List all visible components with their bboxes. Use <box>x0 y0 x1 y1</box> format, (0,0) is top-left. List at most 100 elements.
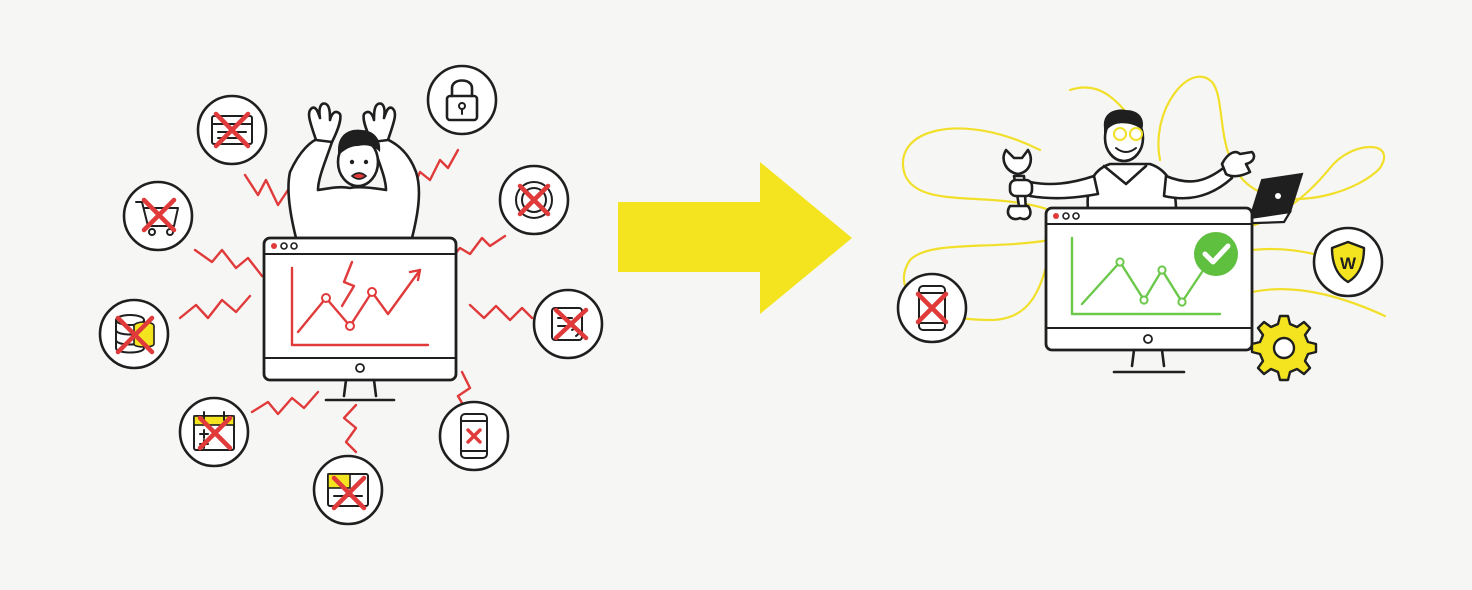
database-body <box>115 319 145 354</box>
chart-arrowhead <box>408 268 422 282</box>
chart-point <box>367 287 377 297</box>
eye <box>363 159 369 165</box>
success-check-icon <box>1194 232 1238 276</box>
badge-broken-link <box>532 288 604 360</box>
happy-developer <box>1002 109 1256 221</box>
power-button <box>355 363 365 373</box>
browser-window-icon <box>211 115 253 145</box>
error-x-icon <box>115 315 155 355</box>
left-arm <box>1028 174 1100 200</box>
flow-line <box>1250 288 1387 318</box>
chart-point <box>321 293 331 303</box>
screen-crack <box>340 260 356 308</box>
error-x-icon <box>517 183 551 217</box>
chart-axes <box>1070 236 1222 316</box>
badge-gauge <box>498 164 570 236</box>
yellow-arrow-icon <box>618 162 852 314</box>
window-dot <box>1053 213 1059 219</box>
before-scene <box>98 64 604 526</box>
chart-point <box>1139 295 1149 305</box>
error-x-icon <box>197 415 233 451</box>
fist <box>1008 178 1034 198</box>
hair <box>338 129 381 156</box>
torso-and-arms <box>287 136 421 240</box>
glasses <box>1113 127 1127 141</box>
zigzag <box>468 303 534 322</box>
check-mark <box>1202 243 1231 265</box>
wrench-foot <box>1006 204 1032 221</box>
window-dot <box>1062 212 1070 220</box>
lock-icon <box>445 94 479 122</box>
glasses <box>1129 127 1143 141</box>
eye <box>349 159 355 165</box>
zigzag <box>250 390 320 416</box>
laptop-logo <box>1275 193 1281 199</box>
window-dot <box>1072 212 1080 220</box>
error-x-icon <box>466 428 482 444</box>
badge-calendar <box>178 396 250 468</box>
error-x-icon <box>553 307 589 341</box>
monitor-neck <box>1130 348 1166 368</box>
calendar-marks <box>199 429 209 449</box>
badge-shopping-cart <box>122 180 194 252</box>
error-x-icon <box>331 475 367 511</box>
shield-w-icon <box>1330 240 1366 284</box>
broken-monitor <box>262 236 458 402</box>
wrench-head <box>1002 148 1032 176</box>
window-dot <box>280 242 288 250</box>
window-dot <box>271 243 277 249</box>
wrench-icon <box>1002 148 1034 221</box>
badge-database <box>98 298 170 370</box>
collar <box>1102 164 1148 186</box>
shopping-cart-icon <box>135 201 179 227</box>
shield-letter: W <box>1340 254 1357 273</box>
right-arm <box>1162 164 1234 200</box>
window-dot <box>290 242 298 250</box>
cart-wheel <box>148 228 156 236</box>
stressed-person <box>287 102 421 240</box>
error-x-icon <box>915 291 949 325</box>
flow-line <box>902 127 1052 212</box>
flow-line <box>1157 75 1386 228</box>
zigzag <box>178 294 252 320</box>
badge-circle <box>426 64 498 136</box>
badge-browser-window <box>196 94 268 166</box>
badge-shield: W <box>1312 226 1384 298</box>
chart-point <box>1115 257 1125 267</box>
monitor-neck <box>342 378 378 398</box>
open-mouth <box>350 172 368 180</box>
mobile-phone-icon <box>918 285 946 331</box>
chart-point <box>345 321 355 331</box>
error-x-icon <box>213 111 251 149</box>
zigzag <box>342 403 358 454</box>
power-button <box>1143 334 1153 344</box>
open-hand <box>1220 150 1256 178</box>
chart-line <box>296 268 422 334</box>
gear-hole <box>1272 336 1296 360</box>
mobile-phone-icon <box>460 413 488 459</box>
gauge-inner <box>521 187 547 213</box>
error-x-icon <box>141 197 177 233</box>
calendar-header <box>193 415 235 426</box>
healthy-monitor <box>1044 206 1254 374</box>
lock-shackle <box>450 79 474 98</box>
left-hand <box>307 102 342 144</box>
gear-icon <box>1250 314 1318 382</box>
stress-zigzags <box>178 148 534 454</box>
chart-line <box>1080 260 1204 306</box>
after-scene: W <box>896 75 1387 382</box>
zigzag <box>446 234 507 264</box>
chart-point <box>1177 297 1187 307</box>
torso <box>1086 162 1178 212</box>
chart-axes <box>290 266 430 347</box>
chart-point <box>1157 265 1167 275</box>
badge-image-window <box>312 454 384 526</box>
right-hand <box>362 102 397 144</box>
zigzag <box>193 248 264 278</box>
smile <box>1115 147 1137 153</box>
gauge-icon <box>515 181 553 219</box>
badge-mobile-phone <box>438 400 510 472</box>
badge-lock <box>426 64 498 136</box>
laptop-icon <box>1214 172 1304 226</box>
